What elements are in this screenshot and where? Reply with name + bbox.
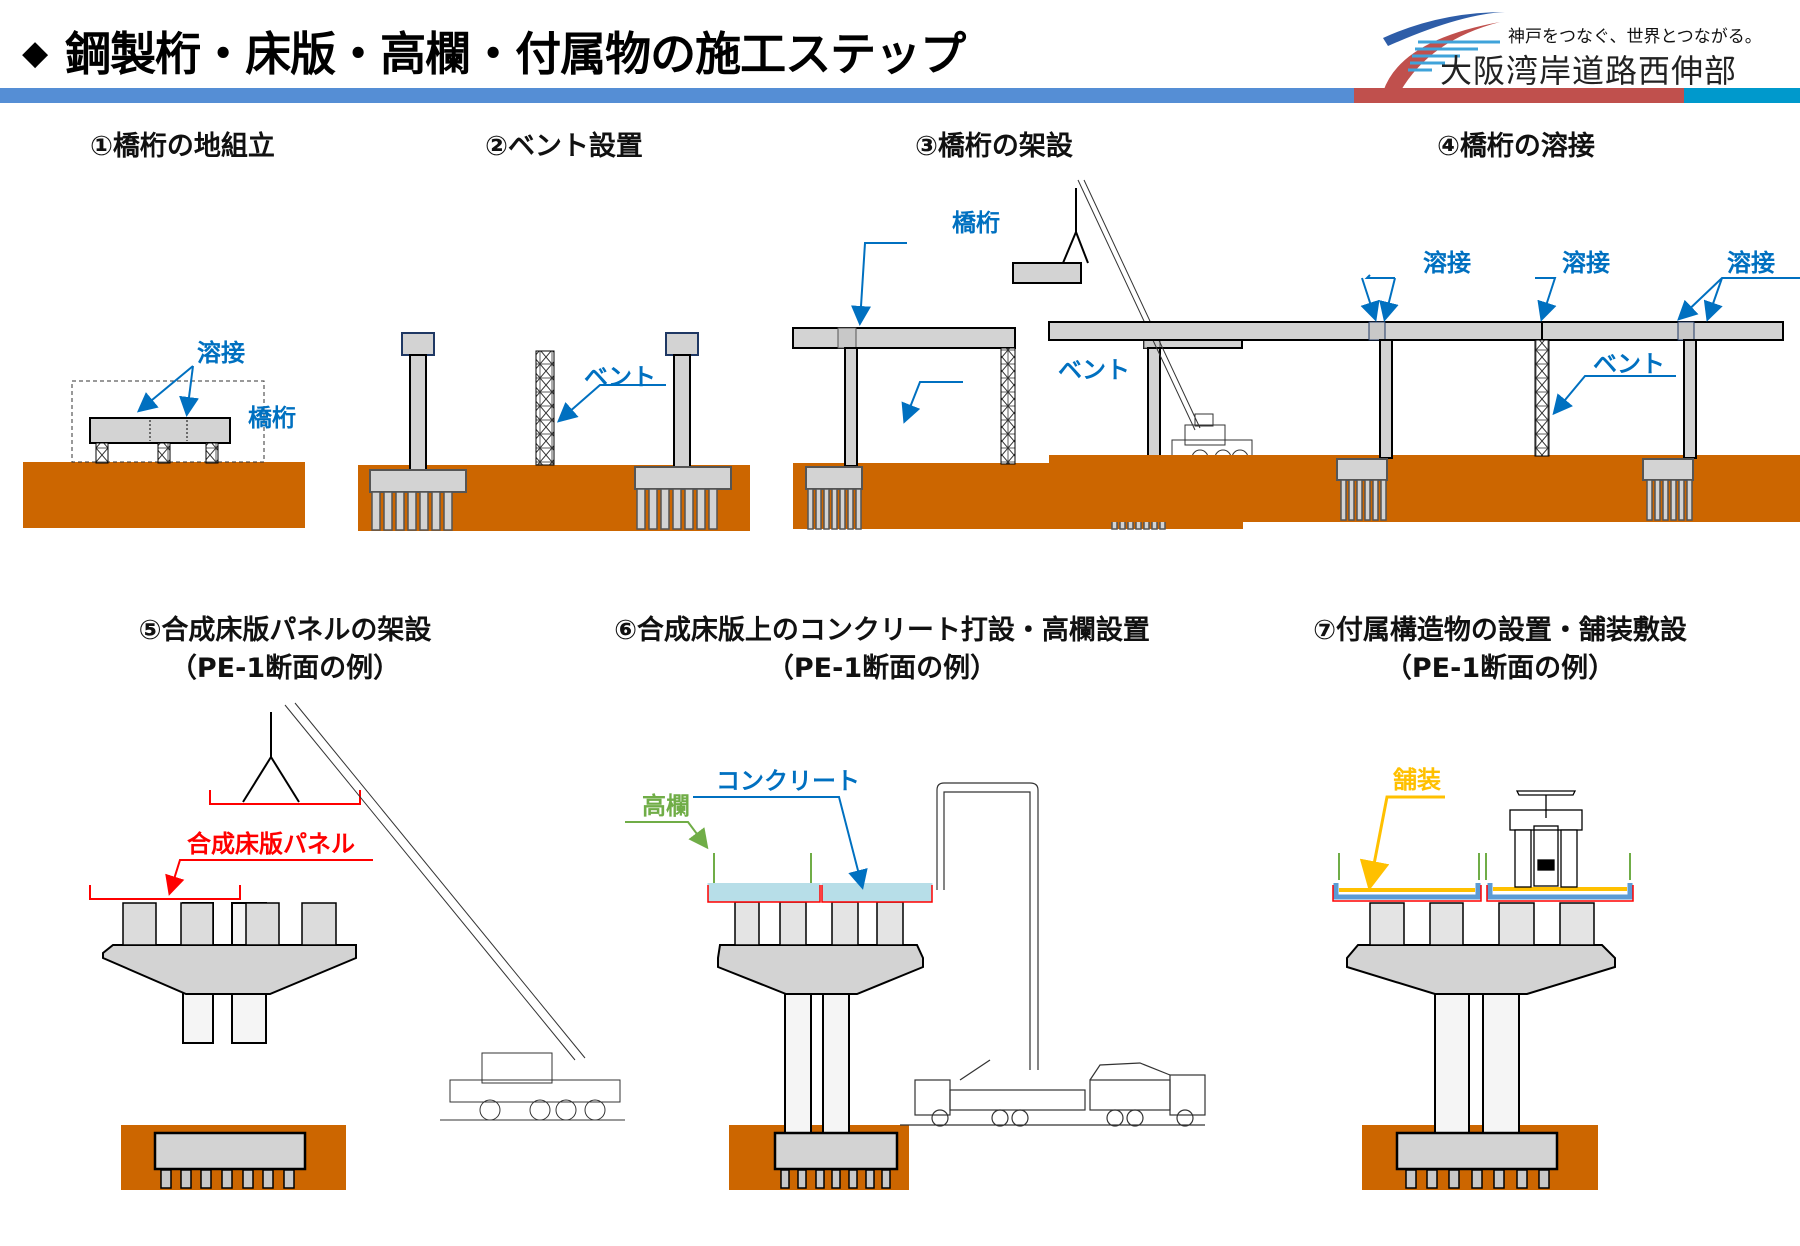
placed-panel bbox=[89, 885, 241, 900]
bent-tower bbox=[535, 350, 555, 466]
step-6-title: ⑥合成床版上のコンクリート打設・高欄設置 （PE-1断面の例） bbox=[582, 612, 1182, 688]
header-bar-cyan bbox=[1684, 88, 1800, 103]
asphalt-finisher bbox=[1509, 790, 1583, 888]
step-2-diagram bbox=[358, 332, 750, 531]
bent-tower bbox=[1000, 347, 1016, 465]
step-6-title-text: ⑥合成床版上のコンクリート打設・高欄設置 bbox=[614, 615, 1150, 646]
step-6-railing-label: 高欄 bbox=[642, 792, 690, 820]
step-6-subtitle: （PE-1断面の例） bbox=[766, 653, 998, 684]
step-7-pavement-label: 舗装 bbox=[1393, 766, 1441, 794]
header-bar-red bbox=[1354, 88, 1684, 103]
step-6-concrete-label: コンクリート bbox=[716, 767, 860, 795]
step-4-bent-label: ベント bbox=[1593, 350, 1665, 378]
step-5-subtitle: （PE-1断面の例） bbox=[169, 653, 401, 684]
diamond-bullet-icon: ◆ bbox=[22, 33, 48, 73]
step-7-subtitle: （PE-1断面の例） bbox=[1384, 653, 1616, 684]
step-4-diagram bbox=[1048, 274, 1800, 522]
step-1-weld-label: 溶接 bbox=[197, 339, 245, 367]
step-2-bent-label: ベント bbox=[584, 363, 656, 391]
crane-truck-large bbox=[284, 702, 625, 1121]
step-7-title-text: ⑦付属構造物の設置・舗装敷設 bbox=[1313, 615, 1687, 646]
step-4-weld-label-1: 溶接 bbox=[1423, 249, 1471, 277]
logo-tagline: 神戸をつなぐ、世界とつながる。 bbox=[1508, 27, 1762, 47]
step-1-diagram bbox=[23, 365, 305, 528]
step-4-weld-label-3: 溶接 bbox=[1727, 249, 1775, 277]
logo-swoosh-icon bbox=[1383, 12, 1505, 92]
step-6-pier bbox=[717, 901, 924, 1190]
concrete-pump-and-mixer-trucks bbox=[900, 782, 1206, 1127]
bent-tower bbox=[1534, 339, 1550, 457]
step-1-girder-label: 橋桁 bbox=[248, 404, 296, 432]
girder-assembly-outline bbox=[71, 380, 265, 463]
step-7-title: ⑦付属構造物の設置・舗装敷設 （PE-1断面の例） bbox=[1275, 612, 1725, 688]
page-title-text: 鋼製桁・床版・高欄・付属物の施工ステップ bbox=[65, 27, 966, 81]
step-5-pier bbox=[102, 902, 357, 1190]
step-7-deck bbox=[1332, 795, 1634, 902]
welded-girder bbox=[1048, 321, 1784, 341]
step-5-panel-label: 合成床版パネル bbox=[187, 830, 355, 858]
step-3-bent-label: ベント bbox=[1058, 356, 1130, 384]
erected-girder bbox=[792, 327, 1016, 349]
step-1-title: ①橋桁の地組立 bbox=[90, 131, 275, 162]
header-bar-blue bbox=[0, 88, 1354, 103]
support bbox=[95, 442, 109, 464]
step-5-title-text: ⑤合成床版パネルの架設 bbox=[138, 615, 432, 646]
girder-block bbox=[89, 417, 231, 444]
step-3-title: ③橋桁の架設 bbox=[915, 131, 1073, 162]
step-7-pier bbox=[1346, 902, 1616, 1190]
lifted-panel bbox=[209, 790, 361, 805]
step-6-deck bbox=[625, 796, 933, 903]
step-2-title: ②ベント設置 bbox=[485, 131, 643, 162]
ground bbox=[23, 462, 305, 528]
step-5-title: ⑤合成床版パネルの架設 （PE-1断面の例） bbox=[100, 612, 470, 688]
suspended-girder bbox=[1012, 262, 1082, 284]
step-4-weld-label-2: 溶接 bbox=[1562, 249, 1610, 277]
logo-name: 大阪湾岸道路西伸部 bbox=[1440, 52, 1738, 90]
step-4-title: ④橋桁の溶接 bbox=[1437, 131, 1595, 162]
step-3-girder-label: 橋桁 bbox=[952, 209, 1000, 237]
support bbox=[157, 442, 171, 464]
support bbox=[205, 442, 219, 464]
page-title: ◆ 鋼製桁・床版・高欄・付属物の施工ステップ bbox=[22, 18, 966, 84]
